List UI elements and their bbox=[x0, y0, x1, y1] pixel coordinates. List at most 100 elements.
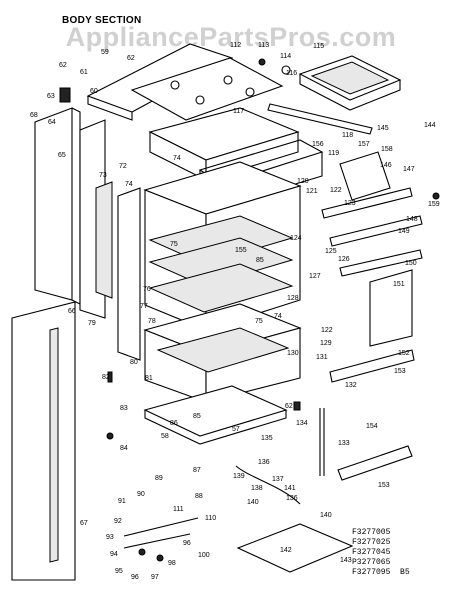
callout-122: 122 bbox=[321, 327, 333, 334]
callout-82: 82 bbox=[102, 374, 110, 381]
callout-58: 58 bbox=[161, 433, 169, 440]
drawer-rail bbox=[337, 445, 413, 481]
callout-126: 126 bbox=[338, 256, 350, 263]
front-panel bbox=[11, 301, 76, 581]
left-panel-edge bbox=[71, 107, 81, 305]
callout-77: 77 bbox=[140, 303, 148, 310]
callout-125: 125 bbox=[325, 248, 337, 255]
side-rail-lower bbox=[339, 249, 423, 277]
vent-tray-side bbox=[299, 74, 401, 111]
callout-122: 122 bbox=[330, 187, 342, 194]
corner-bracket bbox=[339, 151, 391, 201]
model-code: F3277045 bbox=[352, 548, 391, 557]
fastener bbox=[281, 65, 291, 75]
top-frame bbox=[86, 43, 234, 113]
callout-130: 130 bbox=[287, 350, 299, 357]
access-cover bbox=[236, 523, 354, 573]
callout-75: 75 bbox=[170, 241, 178, 248]
callout-128: 128 bbox=[287, 295, 299, 302]
bottom-drawer-front bbox=[144, 410, 287, 445]
callout-89: 89 bbox=[155, 475, 163, 482]
broiler-rack bbox=[156, 327, 290, 373]
callout-88: 88 bbox=[195, 493, 203, 500]
callout-116: 116 bbox=[286, 70, 297, 77]
callout-113: 113 bbox=[258, 42, 269, 49]
valve-rod bbox=[123, 517, 199, 537]
callout-95: 95 bbox=[115, 568, 123, 575]
spring-clip bbox=[106, 432, 114, 440]
callout-153: 153 bbox=[394, 368, 406, 375]
callout-64: 64 bbox=[48, 119, 56, 126]
left-side-panel bbox=[34, 107, 73, 301]
callout-85: 85 bbox=[193, 413, 201, 420]
callout-63: 63 bbox=[47, 93, 55, 100]
callout-79: 79 bbox=[88, 320, 96, 327]
callout-132: 132 bbox=[345, 382, 357, 389]
callout-96: 96 bbox=[183, 540, 191, 547]
callout-81: 81 bbox=[145, 375, 153, 382]
callout-138: 138 bbox=[251, 485, 263, 492]
callout-65: 65 bbox=[58, 152, 66, 159]
callout-142: 142 bbox=[280, 547, 292, 554]
callout-147: 147 bbox=[403, 166, 415, 173]
callout-141: 141 bbox=[284, 485, 296, 492]
callout-94: 94 bbox=[110, 551, 118, 558]
callout-91: 91 bbox=[118, 498, 126, 505]
trim-strip bbox=[267, 103, 373, 135]
callout-117: 117 bbox=[233, 108, 244, 115]
model-code: P3277065 bbox=[352, 558, 391, 567]
callout-124: 124 bbox=[290, 235, 302, 242]
door-frame bbox=[117, 187, 141, 361]
callout-129: 129 bbox=[320, 340, 332, 347]
callout-68: 68 bbox=[30, 112, 38, 119]
callout-90: 90 bbox=[137, 491, 145, 498]
callout-59: 59 bbox=[101, 49, 109, 56]
fastener bbox=[258, 58, 266, 66]
hinge-bracket bbox=[59, 87, 71, 103]
callout-156: 156 bbox=[312, 141, 324, 148]
fastener bbox=[432, 192, 440, 200]
thermostat-bulb bbox=[107, 371, 113, 383]
callout-67: 67 bbox=[80, 520, 88, 527]
callout-80: 80 bbox=[130, 359, 138, 366]
callout-151: 151 bbox=[393, 281, 405, 288]
callout-119: 119 bbox=[328, 150, 339, 157]
callout-74: 74 bbox=[125, 181, 133, 188]
callout-150: 150 bbox=[405, 260, 417, 267]
top-hole bbox=[223, 75, 233, 85]
callout-159: 159 bbox=[428, 201, 440, 208]
callout-136: 136 bbox=[286, 495, 298, 502]
callout-157: 157 bbox=[358, 141, 370, 148]
front-panel-trim bbox=[49, 327, 59, 563]
callout-78: 78 bbox=[148, 318, 156, 325]
callout-148: 148 bbox=[406, 216, 418, 223]
callout-133: 133 bbox=[338, 440, 350, 447]
callout-134: 134 bbox=[296, 420, 308, 427]
callout-100: 100 bbox=[198, 552, 210, 559]
oven-rack-lower bbox=[148, 263, 294, 313]
callout-153: 153 bbox=[378, 482, 390, 489]
callout-73: 73 bbox=[99, 172, 107, 179]
callout-62: 62 bbox=[127, 55, 135, 62]
callout-145: 145 bbox=[377, 125, 389, 132]
callout-98: 98 bbox=[168, 560, 176, 567]
callout-85: 85 bbox=[256, 257, 264, 264]
callout-84: 84 bbox=[120, 445, 128, 452]
model-number-list: F3277005 F3277025 F3277045 P3277065 F327… bbox=[352, 528, 410, 578]
callout-75: 75 bbox=[255, 318, 263, 325]
valve-rod bbox=[123, 533, 191, 549]
callout-144: 144 bbox=[424, 122, 436, 129]
callout-93: 93 bbox=[106, 534, 114, 541]
callout-61: 61 bbox=[80, 69, 88, 76]
callout-118: 118 bbox=[342, 132, 353, 139]
callout-76: 76 bbox=[143, 286, 151, 293]
callout-115: 115 bbox=[313, 43, 324, 50]
callout-140: 140 bbox=[320, 512, 332, 519]
top-hole bbox=[170, 80, 180, 90]
callout-137: 137 bbox=[272, 476, 284, 483]
callout-120: 120 bbox=[297, 178, 309, 185]
callout-97: 97 bbox=[151, 574, 159, 581]
lower-rail bbox=[329, 349, 415, 383]
